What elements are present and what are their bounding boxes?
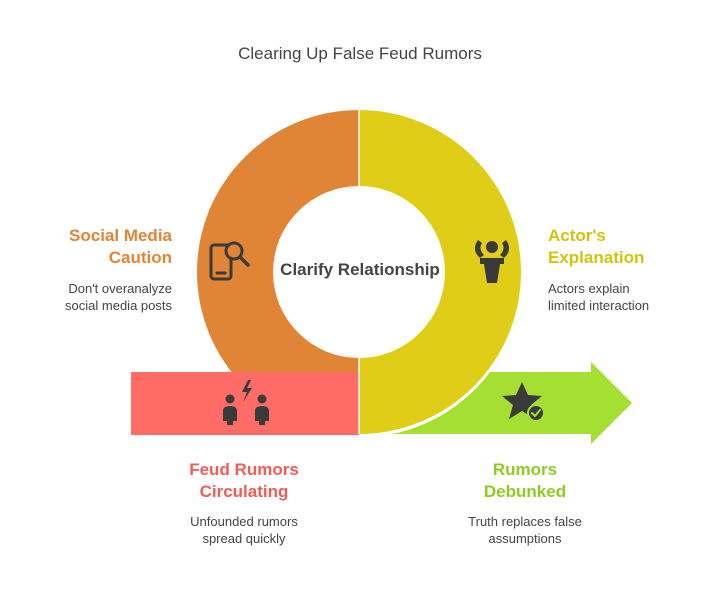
heading-line: Debunked (483, 482, 567, 501)
description-line: Actors explain (548, 281, 630, 296)
speaker-podium-icon (474, 240, 510, 283)
ring-segment-actors-explanation (359, 110, 521, 434)
step-heading-actors-explanation: Actor's Explanation (548, 225, 644, 269)
step-heading-feud-rumors: Feud Rumors Circulating (164, 459, 324, 503)
step-description-feud-rumors: Unfounded rumors spread quickly (164, 513, 324, 547)
heading-line: Circulating (199, 482, 289, 501)
description-line: Unfounded rumors (190, 514, 298, 529)
star-check-icon (502, 382, 545, 422)
heading-line: Rumors (492, 460, 558, 479)
heading-line: Actor's (548, 226, 606, 245)
step-heading-rumors-debunked: Rumors Debunked (440, 459, 610, 503)
people-conflict-icon (223, 380, 269, 425)
description-line: assumptions (488, 531, 562, 546)
heading-line: Caution (108, 248, 172, 267)
description-line: Truth replaces false (468, 514, 582, 529)
description-line: spread quickly (202, 531, 286, 546)
step-description-rumors-debunked: Truth replaces false assumptions (440, 513, 610, 547)
heading-line: Feud Rumors (189, 460, 299, 479)
heading-line: Explanation (548, 248, 645, 267)
phone-search-icon (209, 241, 250, 281)
heading-line: Social Media (69, 226, 172, 245)
center-label: Clarify Relationship (280, 260, 440, 279)
description-line: limited interaction (548, 298, 650, 313)
ring-segment-social-media (197, 110, 359, 434)
bar-feud-rumors (131, 372, 359, 435)
description-line: social media posts (65, 298, 172, 313)
description-line: Don't overanalyze (68, 281, 172, 296)
step-heading-social-media: Social Media Caution (69, 225, 172, 269)
step-description-actors-explanation: Actors explain limited interaction (548, 280, 649, 314)
diagram-title: Clearing Up False Feud Rumors (238, 44, 482, 63)
step-description-social-media: Don't overanalyze social media posts (65, 280, 172, 314)
